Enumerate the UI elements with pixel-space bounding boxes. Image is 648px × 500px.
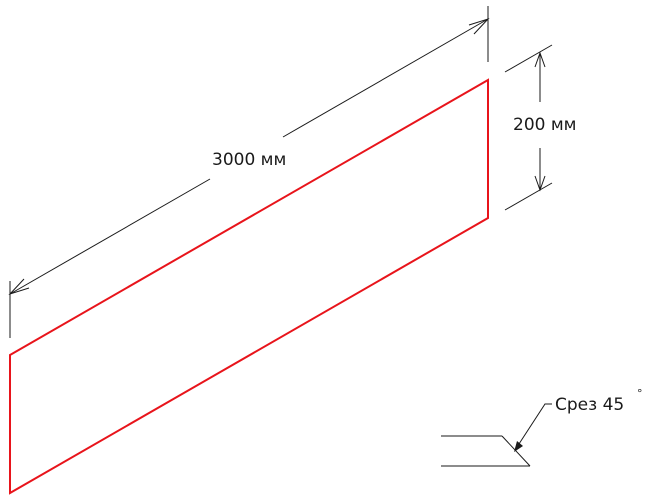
length-arrow-left <box>8 278 30 296</box>
cut-leader-line <box>516 403 552 448</box>
height-dimension <box>504 44 553 211</box>
cut-detail-profile <box>441 403 552 467</box>
height-extension-line-bottom <box>504 182 553 211</box>
length-dimension-line-upper <box>282 18 489 138</box>
length-dimension <box>8 6 490 338</box>
length-label: 3000 мм <box>212 150 286 170</box>
height-arrow-bottom <box>534 175 546 192</box>
cut-note-label: Срез 45 <box>555 395 624 415</box>
height-label: 200 мм <box>513 115 577 135</box>
cut-leader-arrow <box>514 441 523 452</box>
height-extension-line-top <box>504 44 553 73</box>
height-arrow-top <box>534 51 546 68</box>
cut-profile-bevel-edge <box>501 435 531 467</box>
panel-outline <box>9 78 489 495</box>
cut-note-degree: ° <box>637 387 643 400</box>
length-dimension-line-lower <box>9 178 211 295</box>
length-arrow-right <box>468 17 490 35</box>
